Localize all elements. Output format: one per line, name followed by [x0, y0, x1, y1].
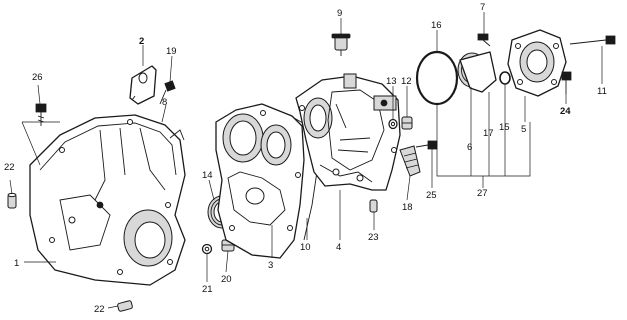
callout-2: 2: [139, 36, 144, 47]
callout-23: 23: [368, 232, 379, 243]
callout-6: 6: [467, 142, 472, 153]
o-ring-15: [499, 71, 511, 85]
callout-1: 1: [14, 258, 19, 269]
callout-14: 14: [202, 170, 213, 181]
callout-19: 19: [166, 46, 177, 57]
callout-7: 7: [480, 2, 485, 13]
bolt-19: [159, 80, 176, 105]
callout-13: 13: [386, 76, 397, 87]
clutch-housing: [29, 114, 186, 286]
callout-22-upper: 22: [4, 162, 15, 173]
bolt-26: [35, 103, 47, 126]
callout-15: 15: [499, 122, 510, 133]
callout-9: 9: [337, 8, 342, 19]
callout-4: 4: [336, 242, 341, 253]
o-ring-16: [415, 50, 459, 106]
end-cover-5: [507, 29, 567, 97]
ring-17: [459, 51, 497, 93]
callout-16: 16: [431, 20, 442, 31]
callout-24: 24: [560, 106, 571, 117]
callout-12: 12: [401, 76, 412, 87]
callout-11: 11: [597, 86, 607, 97]
callout-labels: 1 2 3 4 5 6 7 8 9 10 11 12 13 14 15 16 1…: [4, 2, 607, 315]
callout-21: 21: [202, 284, 213, 295]
callout-18: 18: [402, 202, 413, 213]
callout-3: 3: [268, 260, 273, 271]
bracket-part: [129, 65, 157, 105]
callout-27: 27: [477, 188, 488, 199]
shift-rod-18: [399, 145, 421, 177]
pin-23: [369, 199, 378, 213]
leader-lines: [9, 12, 603, 309]
callout-17: 17: [483, 128, 494, 139]
callout-25: 25: [426, 190, 437, 201]
callout-20: 20: [221, 274, 232, 285]
intermediate-plate: [215, 103, 305, 259]
breather-9: [331, 33, 351, 56]
bolt-24: [561, 71, 572, 94]
transmission-case: [295, 73, 401, 191]
dowel-pin-lower: [117, 300, 133, 312]
callout-10: 10: [300, 242, 311, 253]
callout-26: 26: [32, 72, 43, 83]
plug-12: [401, 116, 413, 130]
bolt-11: [569, 35, 616, 45]
bolt-7: [477, 33, 491, 47]
callout-22-lower: 22: [94, 304, 105, 315]
washer-21: [201, 243, 213, 255]
washer-13: [388, 118, 398, 130]
dowel-pin-upper: [7, 192, 17, 209]
bolt-25: [415, 140, 438, 150]
callout-8: 8: [162, 97, 167, 108]
callout-5: 5: [521, 124, 526, 135]
